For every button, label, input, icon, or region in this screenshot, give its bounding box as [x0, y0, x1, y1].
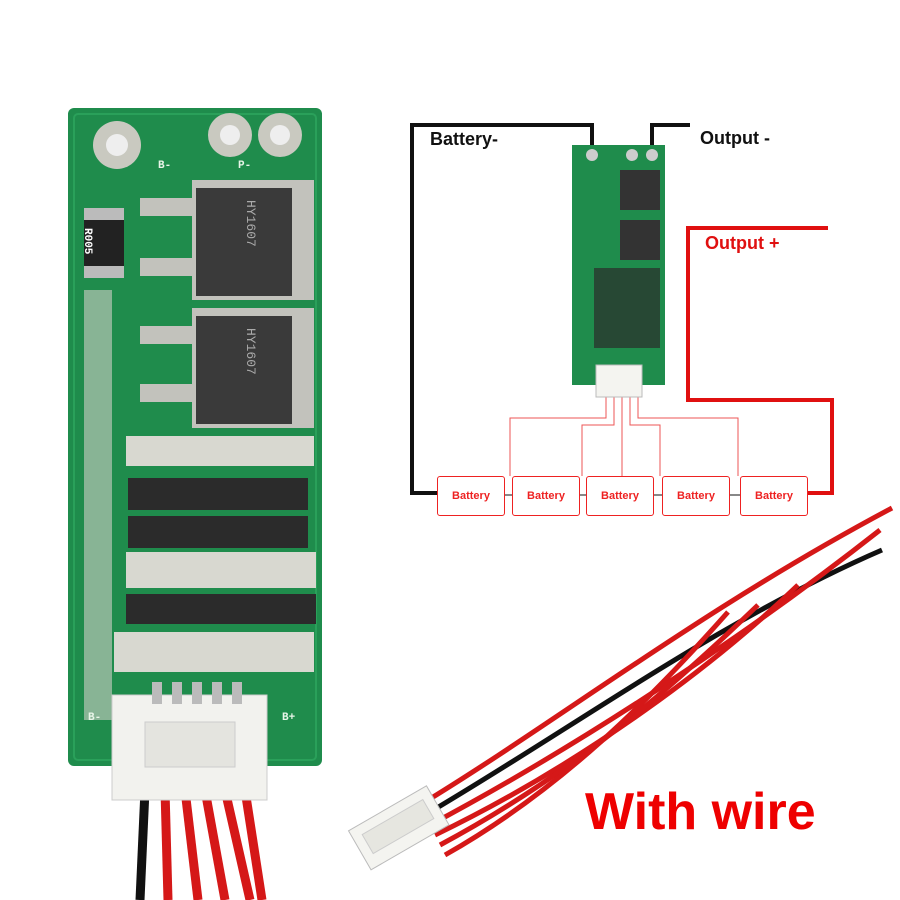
with-wire-caption: With wire [585, 783, 816, 841]
loose-cable [418, 505, 894, 858]
mosfet-label-1: HY1607 [243, 200, 258, 247]
pad-b-minus-label: B- [158, 160, 172, 172]
wiring-diagram [410, 123, 834, 496]
pad-b-minus-bottom-label: B- [88, 712, 102, 724]
battery-cell-5: Battery [740, 476, 808, 516]
battery-cell-3: Battery [586, 476, 654, 516]
loose-connector [347, 785, 450, 871]
pad-b-plus-label: B+ [282, 712, 296, 724]
pad-p-minus-label: P- [238, 160, 252, 172]
resistor-label: R005 [81, 228, 93, 255]
battery-cell-1: Battery [437, 476, 505, 516]
battery-cell-4: Battery [662, 476, 730, 516]
battery-minus-label: Battery- [430, 129, 499, 149]
mosfet-label-2: HY1607 [243, 328, 258, 375]
board-wires [135, 789, 267, 900]
smd-components [84, 290, 316, 720]
output-plus-label: Output + [705, 233, 780, 253]
battery-cell-2: Battery [512, 476, 580, 516]
output-minus-label: Output - [700, 128, 770, 148]
